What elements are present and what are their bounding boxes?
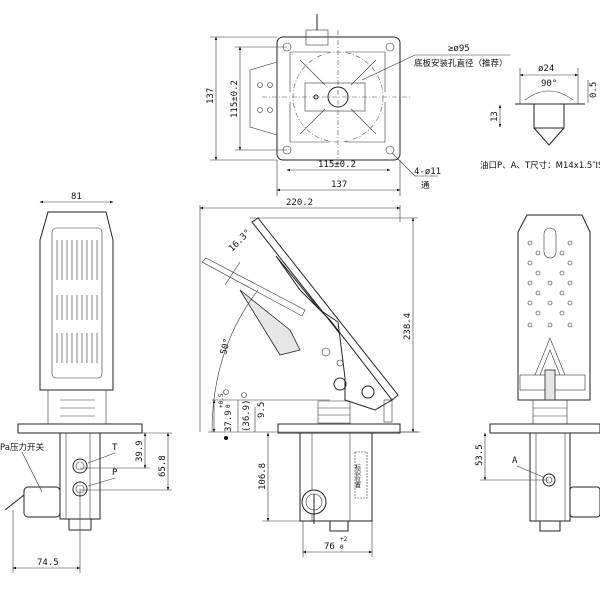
port-a-label: A: [512, 456, 518, 466]
port-p-label: P: [112, 468, 118, 478]
pedal-rear: [517, 214, 591, 401]
dim-port-a: 53.5: [475, 444, 485, 466]
holes-through: 通: [421, 180, 430, 191]
port-detail: ø24 90° 13 0.5 油口P、A、T尺寸：M14x1.5″ISO 9: [480, 64, 600, 171]
pedal-front: [39, 211, 114, 391]
dim-port-t: 39.9: [135, 440, 145, 462]
dim-width-inner: 115±0.2: [318, 160, 356, 170]
dim-switch: 74.5: [37, 558, 59, 568]
dim-a-tol-lower: 0: [225, 404, 232, 408]
dim-side-width: 220.2: [286, 198, 313, 208]
dim-height-outer: 137: [206, 88, 216, 104]
port-diameter: ø24: [538, 64, 554, 74]
pedal-side: [251, 217, 399, 401]
dim-c: 9.5: [257, 402, 267, 418]
swing-angle: 50°: [219, 337, 233, 355]
dim-width-outer: 137: [331, 180, 347, 190]
pedal-side-depressed: [201, 257, 306, 317]
base-plate-rear: [489, 423, 600, 434]
dim-a-tol-upper: +0.5: [218, 393, 225, 408]
holes-note: 4-ø11: [414, 167, 441, 177]
dim-valve-width-tol-upper: +2: [340, 536, 348, 543]
dim-valve-width: 76: [324, 542, 335, 552]
dim-side-height: 238.4: [403, 313, 413, 340]
dim-b: (36.9): [242, 399, 252, 432]
dim-pedal-width: 81: [71, 192, 82, 202]
mount-hole-note: ≥ø95: [448, 44, 470, 54]
mount-hole-desc: 底板安装孔直径（推荐）: [414, 58, 508, 69]
bracket: [249, 61, 278, 136]
dim-valve-width-tol-lower: 0: [340, 544, 344, 551]
port-t: [72, 458, 88, 474]
front-view: 81 Pa压力开关 T P 39.9 65.8 74.5: [0, 192, 172, 573]
base-plate-side: [277, 423, 401, 434]
base-plate-front: [17, 423, 143, 434]
port-thread-note: 油口P、A、T尺寸：M14x1.5″ISO 9: [480, 160, 600, 171]
dim-valve-height: 106.8: [258, 463, 268, 490]
top-view: 137 115±0.2 115±0.2 137 ≥ø95 底板安装孔直径（推荐）…: [206, 14, 510, 196]
dim-a: 37.9: [224, 410, 234, 432]
dim-height-inner: 115±0.2: [230, 80, 240, 118]
port-t-label: T: [112, 443, 118, 453]
rear-view: A 53.5: [475, 214, 600, 532]
side-view: 220.2 238.4 16.3° 50° 标识位置 37.9 +0.5 0 (…: [199, 198, 420, 557]
label-position: 标识位置: [354, 463, 361, 488]
pedal-angle: 16.3°: [227, 228, 253, 254]
base-plate-top: [276, 36, 401, 161]
port-depth-top: 0.5: [589, 82, 599, 98]
port-depth: 13: [490, 111, 500, 122]
dim-port-p: 65.8: [158, 455, 168, 477]
port-angle: 90°: [541, 79, 557, 89]
pedal-grip-holes: [527, 240, 573, 328]
pressure-switch-label: Pa压力开关: [0, 442, 44, 453]
pressure-switch: [23, 486, 61, 518]
